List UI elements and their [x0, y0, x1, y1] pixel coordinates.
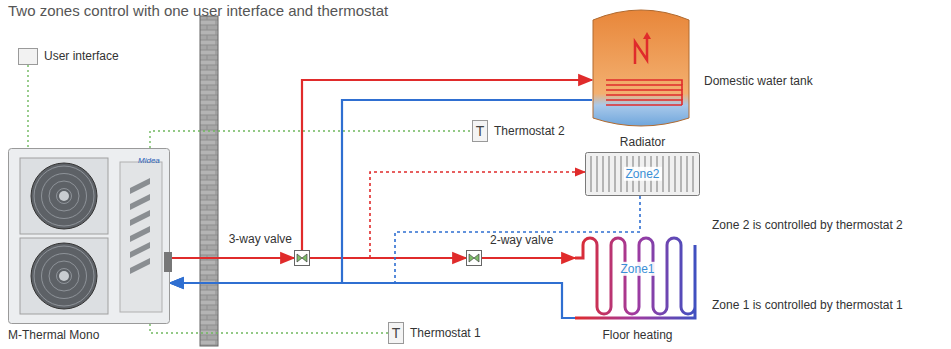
- node-label: Radiator: [585, 135, 700, 149]
- user-interface: User interface: [18, 48, 119, 65]
- node-label: 2-way valve: [490, 233, 553, 247]
- water-pipe: [170, 196, 640, 283]
- water-pipe: [170, 257, 294, 259]
- water-tank: Domestic water tank: [592, 6, 690, 128]
- user-interface-icon: [18, 48, 38, 65]
- valve: 2-way valve: [466, 250, 482, 266]
- water-pipe: [170, 283, 575, 318]
- node-label: Zone1: [618, 262, 656, 276]
- thermostat: T Thermostat 1: [388, 322, 481, 344]
- water-pipe: [482, 257, 575, 259]
- brand-logo: Midea: [138, 156, 160, 166]
- node-label: Domestic water tank: [704, 74, 813, 88]
- node-label: Zone2: [623, 167, 661, 181]
- node-label: Thermostat 2: [494, 124, 565, 138]
- thermostat: T Thermostat 2: [472, 120, 565, 142]
- control-wire: [27, 65, 28, 148]
- valve-shape: [466, 250, 482, 266]
- floor-heating: Zone1Floor heating: [575, 235, 700, 327]
- water-pipe: [302, 80, 592, 250]
- heat-pump-unit-shape: [8, 148, 170, 324]
- node-label: Floor heating: [575, 328, 700, 342]
- control-wire: [150, 324, 388, 333]
- water-pipe: [170, 100, 592, 283]
- valve-shape: [294, 250, 310, 266]
- water-tank-shape: [592, 6, 690, 128]
- zone-note: Zone 2 is controlled by thermostat 2: [712, 218, 903, 232]
- node-label: Thermostat 1: [410, 326, 481, 340]
- node-label: 3-way valve: [229, 232, 292, 246]
- diagram-title: Two zones control with one user interfac…: [8, 2, 388, 20]
- brick-wall: [200, 16, 218, 346]
- node-label: User interface: [44, 49, 119, 63]
- water-pipe: [310, 172, 585, 258]
- heat-pump-unit: M-Thermal Mono: [8, 148, 170, 324]
- thermostat-symbol: T: [472, 120, 488, 142]
- thermostat-symbol: T: [388, 322, 404, 344]
- water-pipe: [310, 257, 466, 259]
- floor-heating-shape: [575, 235, 700, 327]
- radiator: RadiatorZone2: [585, 152, 700, 196]
- control-wire: [150, 131, 472, 148]
- valve: 3-way valve: [294, 250, 310, 266]
- zone-note: Zone 1 is controlled by thermostat 1: [712, 298, 903, 312]
- node-label: M-Thermal Mono: [8, 328, 99, 342]
